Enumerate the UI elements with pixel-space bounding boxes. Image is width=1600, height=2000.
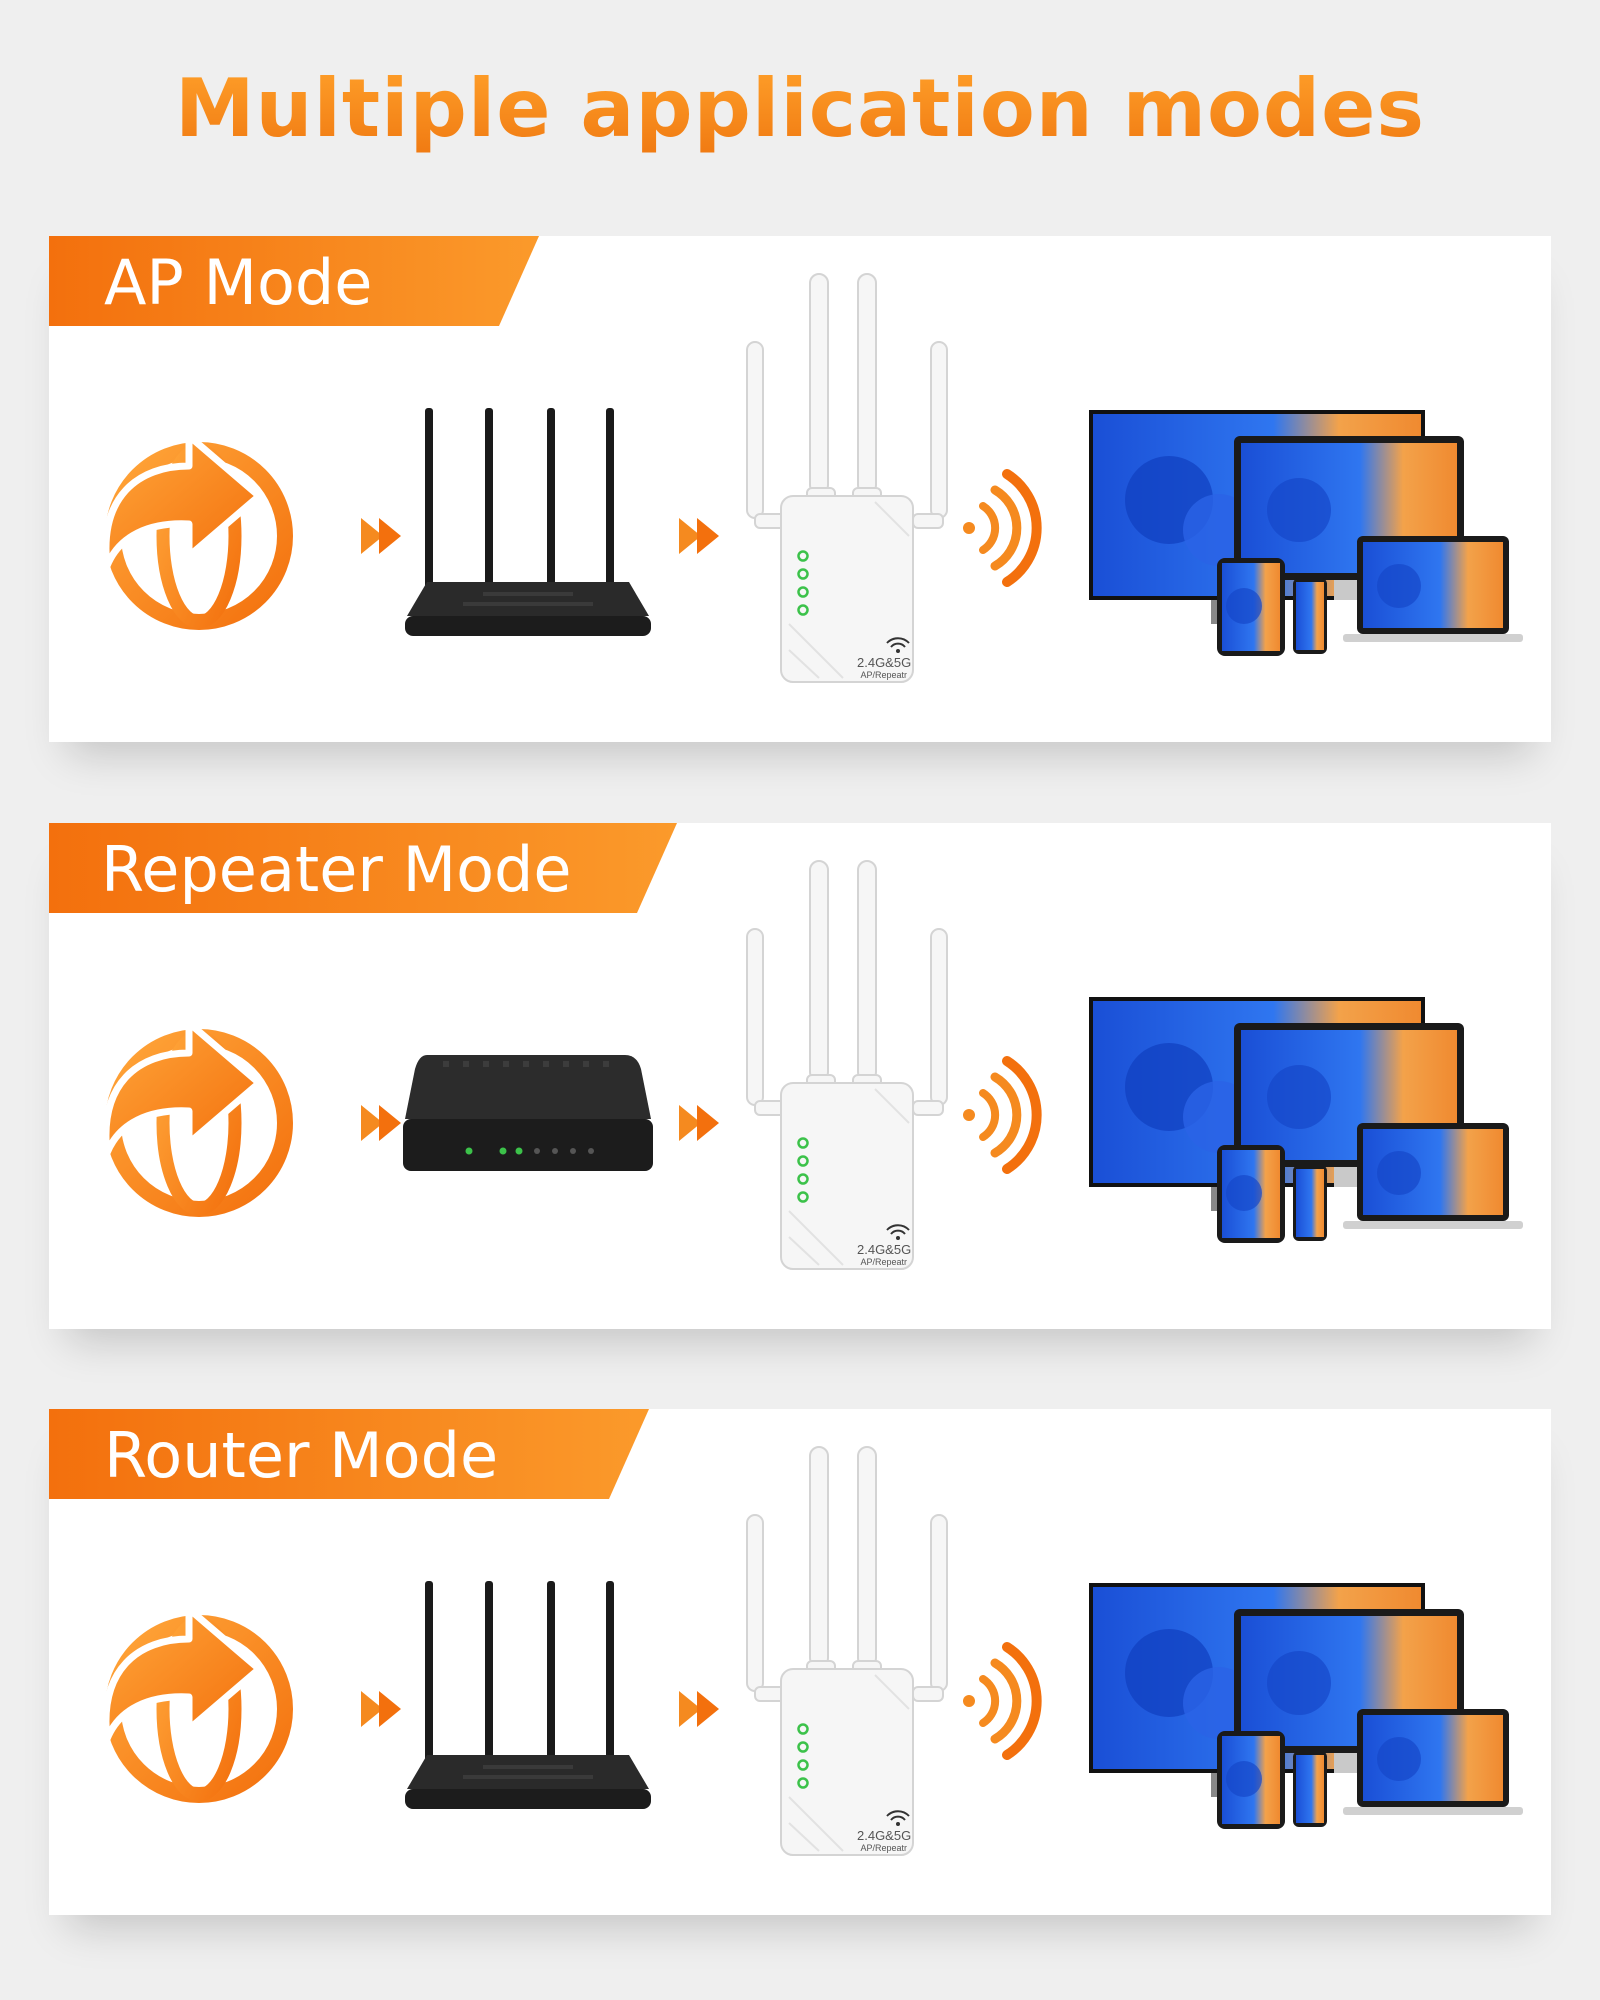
extender-mode-label: AP/Repeatr xyxy=(860,1843,907,1853)
wifi-extender-icon xyxy=(746,273,948,683)
mode-diagram xyxy=(102,860,1523,1270)
network-switch-icon xyxy=(403,1055,653,1171)
mode-title: AP Mode xyxy=(104,246,373,319)
extender-band-label: 2.4G&5G xyxy=(857,1828,912,1843)
internet-globe-icon xyxy=(102,1019,293,1217)
extender-mode-label: AP/Repeatr xyxy=(860,1257,907,1267)
double-arrow-icon xyxy=(679,518,719,554)
internet-globe-icon xyxy=(102,432,293,630)
mode-title: Router Mode xyxy=(104,1419,499,1492)
client-devices-icon xyxy=(1089,410,1523,656)
internet-globe-icon xyxy=(102,1605,293,1803)
double-arrow-icon xyxy=(679,1105,719,1141)
wifi-extender-icon xyxy=(746,860,948,1270)
wifi-signal-icon xyxy=(963,1642,1042,1760)
double-arrow-icon xyxy=(679,1691,719,1727)
double-arrow-icon xyxy=(361,518,401,554)
router-icon xyxy=(405,1581,651,1809)
client-devices-icon xyxy=(1089,1583,1523,1829)
double-arrow-icon xyxy=(361,1105,401,1141)
wifi-signal-icon xyxy=(963,469,1042,587)
router-icon xyxy=(405,408,651,636)
mode-diagram xyxy=(102,1446,1523,1856)
mode-title: Repeater Mode xyxy=(101,833,572,906)
mode-panel-ap: AP Mode xyxy=(49,236,1551,742)
mode-tab xyxy=(49,236,539,326)
extender-band-label: 2.4G&5G xyxy=(857,1242,912,1257)
client-devices-icon xyxy=(1089,997,1523,1243)
mode-tab xyxy=(49,823,677,913)
mode-tab xyxy=(49,1409,649,1499)
extender-band-label: 2.4G&5G xyxy=(857,655,912,670)
page-title: Multiple application modes xyxy=(0,62,1600,155)
mode-panel-router: Router Mode xyxy=(49,1409,1551,1915)
mode-panel-repeater: Repeater Mode xyxy=(49,823,1551,1329)
double-arrow-icon xyxy=(361,1691,401,1727)
extender-mode-label: AP/Repeatr xyxy=(860,670,907,680)
wifi-extender-icon xyxy=(746,1446,948,1856)
wifi-signal-icon xyxy=(963,1056,1042,1174)
mode-diagram xyxy=(102,273,1523,683)
